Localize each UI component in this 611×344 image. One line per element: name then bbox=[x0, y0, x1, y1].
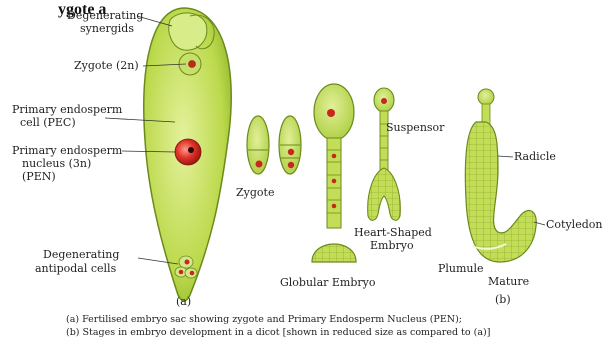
svg-text:Suspensor: Suspensor bbox=[386, 121, 445, 134]
svg-text:antipodal cells: antipodal cells bbox=[35, 262, 117, 275]
svg-text:Embryo: Embryo bbox=[370, 239, 414, 252]
label-suspensor: Suspensor bbox=[386, 121, 445, 134]
heart-shaped-embryo bbox=[368, 88, 401, 220]
panel-label-a: (a) bbox=[176, 295, 191, 308]
embryo-sac bbox=[144, 8, 231, 301]
svg-text:Primary endosperm: Primary endosperm bbox=[12, 103, 123, 116]
zygote-stage-2 bbox=[279, 116, 301, 174]
label-plumule: Plumule bbox=[438, 262, 484, 275]
panel-label-b: (b) bbox=[495, 293, 511, 306]
svg-text:Mature: Mature bbox=[488, 275, 529, 288]
svg-text:cell (PEC): cell (PEC) bbox=[20, 116, 76, 129]
label-zygote: Zygote bbox=[236, 186, 274, 199]
svg-text:Plumule: Plumule bbox=[438, 262, 484, 275]
svg-text:Degenerating: Degenerating bbox=[67, 9, 143, 22]
label-globular-embryo: Globular Embryo bbox=[280, 276, 376, 289]
svg-text:synergids: synergids bbox=[80, 22, 134, 35]
mature-embryo bbox=[465, 89, 536, 262]
zygote-stage-1 bbox=[247, 116, 269, 174]
zygote-nucleus bbox=[189, 61, 196, 68]
svg-text:Heart-Shaped: Heart-Shaped bbox=[354, 226, 432, 239]
label-heart-shaped-embryo: Heart-Shaped Embryo bbox=[354, 226, 432, 252]
svg-text:(PEN): (PEN) bbox=[22, 170, 56, 183]
svg-text:Zygote (2n): Zygote (2n) bbox=[74, 59, 139, 72]
svg-text:Primary endosperm: Primary endosperm bbox=[12, 144, 123, 157]
svg-text:nucleus (3n): nucleus (3n) bbox=[22, 157, 91, 170]
svg-text:Degenerating: Degenerating bbox=[43, 248, 119, 261]
caption-line-2: (b) Stages in embryo development in a di… bbox=[66, 327, 490, 338]
svg-text:Radicle: Radicle bbox=[514, 150, 556, 163]
svg-text:Cotyledon: Cotyledon bbox=[546, 218, 602, 231]
primary-endosperm-nucleus bbox=[175, 139, 201, 165]
label-antipodal-cells: Degenerating antipodal cells bbox=[35, 248, 178, 275]
label-mature: Mature bbox=[488, 275, 529, 288]
label-cotyledon: Cotyledon bbox=[534, 218, 602, 231]
globular-embryo bbox=[312, 84, 356, 262]
label-radicle: Radicle bbox=[498, 150, 556, 163]
caption-line-1: (a) Fertilised embryo sac showing zygote… bbox=[66, 314, 462, 325]
